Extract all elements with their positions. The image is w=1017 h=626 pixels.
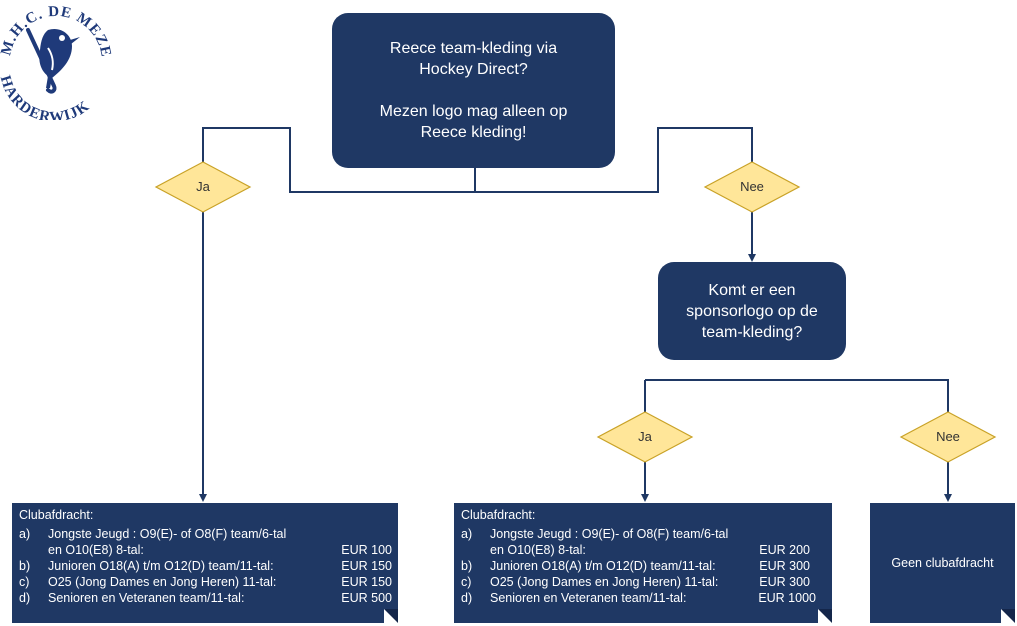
- fee-row-amount: EUR 300: [759, 559, 810, 573]
- connector-top-to-nee: [475, 127, 753, 193]
- logo-seal-icon: M.H.C. DE MEZEN HARDERWIJK: [0, 0, 113, 126]
- fee-row-amount: EUR 300: [759, 575, 810, 589]
- fee-row: d) Senioren en Veteranen team/11-tal: EU…: [461, 591, 826, 606]
- fee-row-text: Jongste Jeugd : O9(E)- of O8(F) team/6-t…: [490, 527, 729, 541]
- fee-row-amount: EUR 150: [341, 559, 392, 573]
- decision-diamond-ja: [154, 161, 252, 213]
- fee-row-text: Senioren en Veteranen team/11-tal:: [490, 591, 687, 605]
- fee-row: a) Jongste Jeugd : O9(E)- of O8(F) team/…: [19, 527, 392, 542]
- fee-row: b) Junioren O18(A) t/m O12(D) team/11-ta…: [461, 559, 826, 574]
- fee-row: en O10(E8) 8-tal: EUR 100: [19, 543, 392, 558]
- sponsor-question-text: Komt er een sponsorlogo op de team-kledi…: [686, 281, 818, 341]
- fee-row-text: en O10(E8) 8-tal:: [48, 543, 144, 557]
- fee-row: c) O25 (Jong Dames en Jong Heren) 11-tal…: [19, 575, 392, 590]
- decision-label-sub-nee: Nee: [936, 429, 960, 444]
- no-fee-text: Geen clubafdracht: [891, 556, 994, 570]
- fee-row-text: Junioren O18(A) t/m O12(D) team/11-tal:: [490, 559, 716, 573]
- question-box-reece: Reece team-kleding via Hockey Direct? Me…: [332, 13, 615, 168]
- fee-row-amount: EUR 500: [341, 591, 392, 605]
- decision-label-nee: Nee: [740, 179, 764, 194]
- decision-diamond-nee: [703, 161, 801, 213]
- fee-row: en O10(E8) 8-tal: EUR 200: [461, 543, 826, 558]
- fee-row-amount: EUR 200: [759, 543, 810, 557]
- fee-row: c) O25 (Jong Dames en Jong Heren) 11-tal…: [461, 575, 826, 590]
- result-box-sponsor-ja: Clubafdracht: a) Jongste Jeugd : O9(E)- …: [454, 503, 832, 623]
- fee-row: b) Junioren O18(A) t/m O12(D) team/11-ta…: [19, 559, 392, 574]
- decision-label-sub-ja: Ja: [638, 429, 652, 444]
- fee-row-key: d): [19, 591, 31, 605]
- fee-row-key: a): [461, 527, 473, 541]
- question-line-1: Reece team-kleding via Hockey Direct?: [389, 40, 558, 78]
- result-box-sponsor-nee: Geen clubafdracht: [870, 503, 1015, 623]
- page-fold: [818, 609, 832, 623]
- fee-row-key: d): [461, 591, 473, 605]
- decision-diamond-sub-ja: [596, 411, 694, 463]
- fee-row-amount: EUR 150: [341, 575, 392, 589]
- fee-row-key: b): [461, 559, 473, 573]
- club-logo: M.H.C. DE MEZEN HARDERWIJK: [0, 0, 118, 126]
- fee-row-text: en O10(E8) 8-tal:: [490, 543, 586, 557]
- connector-top-to-ja: [202, 127, 475, 193]
- fee-row-key: a): [19, 527, 31, 541]
- fee-row-text: O25 (Jong Dames en Jong Heren) 11-tal:: [490, 575, 719, 589]
- page-fold: [1001, 609, 1015, 623]
- connector-question-split: [644, 379, 949, 412]
- fee-row-text: Jongste Jeugd : O9(E)- of O8(F) team/6-t…: [48, 527, 287, 541]
- fee-row-text: Senioren en Veteranen team/11-tal:: [48, 591, 245, 605]
- page-fold: [384, 609, 398, 623]
- fee-row-key: c): [461, 575, 472, 589]
- fee-row-key: c): [19, 575, 30, 589]
- fee-row-text: Junioren O18(A) t/m O12(D) team/11-tal:: [48, 559, 274, 573]
- fee-row-text: O25 (Jong Dames en Jong Heren) 11-tal:: [48, 575, 277, 589]
- decision-label-ja: Ja: [196, 179, 210, 194]
- fee-row-amount: EUR 1000: [758, 591, 816, 605]
- fee-row-amount: EUR 100: [341, 543, 392, 557]
- fee-row-key: b): [19, 559, 31, 573]
- question-box-sponsorlogo: Komt er een sponsorlogo op de team-kledi…: [658, 262, 846, 360]
- svg-text:HARDERWIJK: HARDERWIJK: [0, 74, 93, 120]
- result-heading: Clubafdracht:: [461, 508, 536, 522]
- fee-row: d) Senioren en Veteranen team/11-tal: EU…: [19, 591, 392, 606]
- result-box-ja: Clubafdracht: a) Jongste Jeugd : O9(E)- …: [12, 503, 398, 623]
- decision-diamond-sub-nee: [899, 411, 997, 463]
- result-heading: Clubafdracht:: [19, 508, 94, 522]
- question-line-2: Mezen logo mag alleen op Reece kleding!: [379, 103, 568, 141]
- fee-row: a) Jongste Jeugd : O9(E)- of O8(F) team/…: [461, 527, 826, 542]
